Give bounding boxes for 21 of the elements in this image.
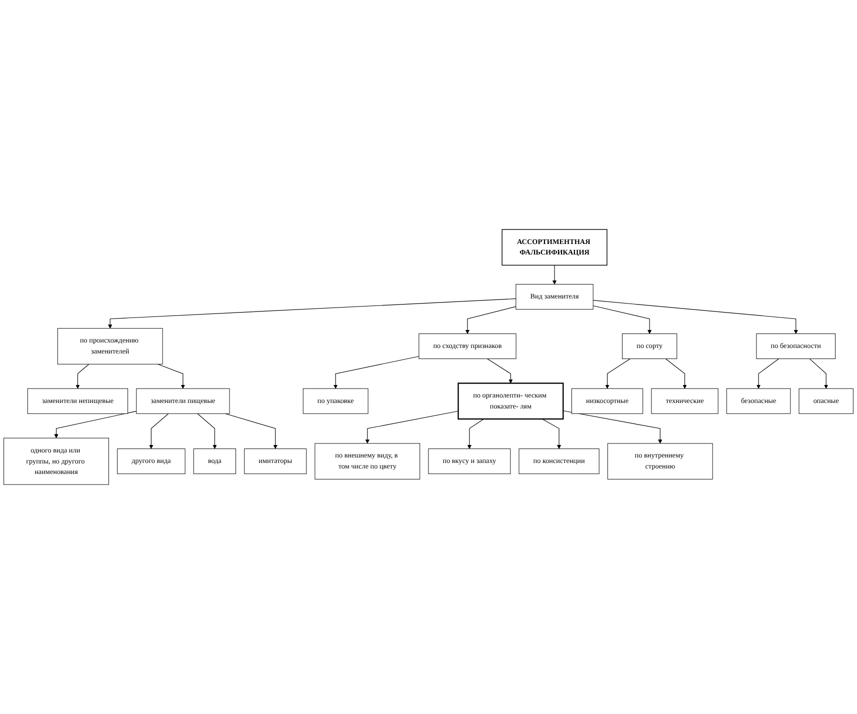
arrow xyxy=(465,306,516,334)
arrow xyxy=(54,410,137,438)
arrow xyxy=(809,358,828,389)
arrow xyxy=(542,418,562,449)
arrow xyxy=(334,356,420,389)
arrow xyxy=(108,298,516,329)
arrow xyxy=(562,410,662,444)
arrow xyxy=(605,358,631,389)
arrow xyxy=(365,410,459,444)
arrow xyxy=(756,358,780,389)
arrow xyxy=(486,358,513,384)
arrow xyxy=(157,364,186,389)
arrow xyxy=(592,305,652,334)
arrow xyxy=(592,300,798,334)
arrow xyxy=(224,413,278,449)
arrow xyxy=(197,413,217,449)
arrow xyxy=(76,364,90,389)
arrow xyxy=(665,358,687,389)
arrow xyxy=(552,264,557,284)
arrow xyxy=(149,413,169,449)
arrow xyxy=(467,418,484,449)
